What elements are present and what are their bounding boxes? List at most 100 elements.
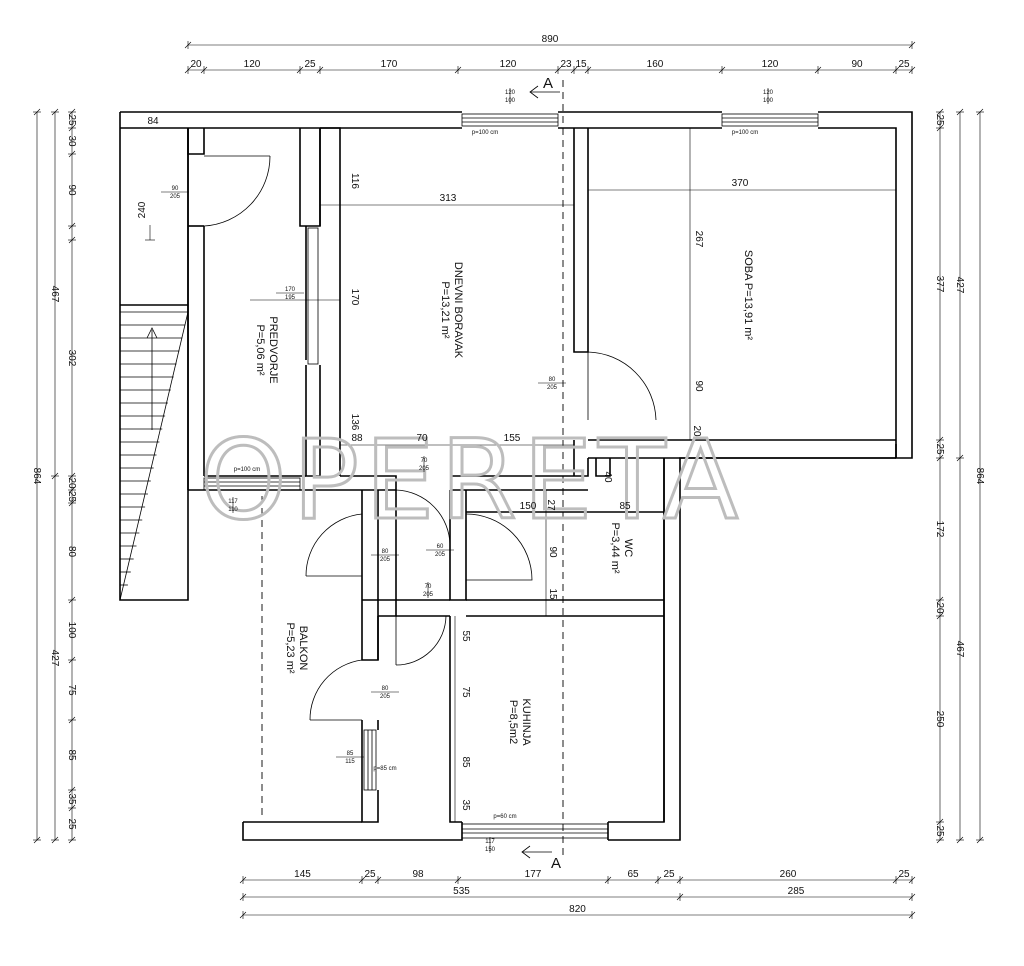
room-area: P=3,44 m² bbox=[609, 522, 621, 573]
dim-left-outer: 864 bbox=[31, 468, 42, 485]
interior-dim: 150 bbox=[520, 501, 537, 512]
dim-top: 90 bbox=[851, 59, 863, 70]
interior-dim: 35 bbox=[460, 799, 471, 811]
interior-dim: 75 bbox=[460, 686, 471, 698]
interior-dim-lines bbox=[120, 127, 896, 822]
room-name: SOBA P=13,91 m² bbox=[742, 250, 754, 341]
dim-right: 25 bbox=[934, 443, 945, 455]
opening-width: 80 bbox=[382, 549, 389, 555]
dim-left: 25 bbox=[66, 818, 77, 830]
interior-dim: 136 bbox=[349, 414, 360, 431]
opening-height: 205 bbox=[170, 194, 181, 200]
dim-right: 25 bbox=[934, 114, 945, 126]
dim-left: 25 bbox=[66, 114, 77, 126]
opening-width: 70 bbox=[421, 458, 428, 464]
interior-dim: 370 bbox=[732, 178, 749, 189]
section-marker-bottom: A bbox=[521, 845, 561, 872]
room-boravak: DNEVNI BORAVAK P=13,21 m² bbox=[439, 262, 464, 359]
dim-bottom: 25 bbox=[898, 869, 910, 880]
interior-dim: 15 bbox=[547, 588, 558, 600]
sill-label: p=100 cm bbox=[732, 130, 759, 136]
interior-dim: 55 bbox=[460, 630, 471, 642]
dim-left: 75 bbox=[66, 684, 77, 696]
dim-bottom: 25 bbox=[663, 869, 675, 880]
opening-width: 60 bbox=[437, 544, 444, 550]
opening-width: 117 bbox=[485, 839, 495, 845]
interior-dim: 40 bbox=[602, 471, 613, 483]
dim-left: 25 bbox=[66, 491, 77, 503]
sill-label: p=85 cm bbox=[373, 766, 396, 772]
section-lines bbox=[261, 80, 564, 860]
room-name: BALKON bbox=[297, 626, 309, 671]
opening-height: 205 bbox=[435, 552, 446, 558]
dim-right: 20 bbox=[934, 602, 945, 614]
interior-dim: 116 bbox=[349, 173, 360, 189]
sill-label: p=100 cm bbox=[472, 130, 499, 136]
opening-width: 80 bbox=[382, 686, 389, 692]
opening-height: 205 bbox=[380, 557, 391, 563]
dim-left-mid: 427 bbox=[49, 650, 60, 667]
dim-top: 25 bbox=[898, 59, 910, 70]
dim-right-outer: 864 bbox=[974, 468, 985, 485]
opening-height: 100 bbox=[505, 98, 516, 104]
dim-bottom: 25 bbox=[364, 869, 376, 880]
opening-width: 120 bbox=[505, 90, 516, 96]
dim-left: 20 bbox=[66, 477, 77, 489]
opening-width: 120 bbox=[763, 90, 774, 96]
dim-right: 172 bbox=[934, 521, 945, 538]
dim-bottom-mid: 535 bbox=[453, 886, 470, 897]
room-name: DNEVNI BORAVAK bbox=[452, 262, 464, 359]
dim-left: 302 bbox=[66, 350, 77, 367]
room-balkon: BALKON P=5,23 m² bbox=[284, 622, 309, 673]
dim-top: 160 bbox=[647, 59, 664, 70]
dim-right-mid: 427 bbox=[954, 277, 965, 294]
interior-dim: 267 bbox=[693, 231, 704, 248]
dim-left: 90 bbox=[66, 184, 77, 196]
dim-right: 250 bbox=[934, 711, 945, 728]
interior-dim: 240 bbox=[137, 201, 148, 218]
dim-top: 15 bbox=[575, 59, 587, 70]
opening-width: 117 bbox=[228, 499, 238, 505]
dim-right: 377 bbox=[934, 276, 945, 293]
section-label: A bbox=[551, 855, 561, 872]
room-area: P=8,5m2 bbox=[507, 700, 519, 744]
room-predvorje: PREDVORJE P=5,06 m² bbox=[254, 316, 279, 383]
dim-right-mid: 467 bbox=[954, 641, 965, 658]
opening-height: 100 bbox=[763, 98, 774, 104]
dim-top: 120 bbox=[762, 59, 779, 70]
dim-bottom-total: 820 bbox=[569, 904, 586, 915]
opening-height: 110 bbox=[228, 507, 238, 513]
opening-width: 90 bbox=[172, 186, 179, 192]
section-marker-top: A bbox=[529, 75, 560, 99]
dim-top: 25 bbox=[304, 59, 316, 70]
dim-top: 170 bbox=[381, 59, 398, 70]
interior-dim: 20 bbox=[691, 425, 702, 437]
doors bbox=[203, 155, 657, 721]
room-area: P=13,21 m² bbox=[439, 281, 451, 339]
dim-left: 35 bbox=[66, 793, 77, 805]
room-kuhinja: KUHINJA P=8,5m2 bbox=[507, 698, 532, 746]
opening-height: 195 bbox=[285, 295, 296, 301]
interior-dim: 90 bbox=[547, 546, 558, 558]
sill-label: p=100 cm bbox=[234, 467, 261, 473]
dim-left: 30 bbox=[66, 135, 77, 147]
opening-width: 85 bbox=[347, 751, 354, 757]
dim-top: 120 bbox=[244, 59, 261, 70]
room-name: WC bbox=[622, 539, 634, 557]
dim-bottom: 260 bbox=[780, 869, 797, 880]
interior-dim: 70 bbox=[416, 433, 428, 444]
staircase bbox=[119, 304, 189, 601]
room-wc: WC P=3,44 m² bbox=[609, 522, 634, 573]
windows bbox=[203, 113, 819, 839]
